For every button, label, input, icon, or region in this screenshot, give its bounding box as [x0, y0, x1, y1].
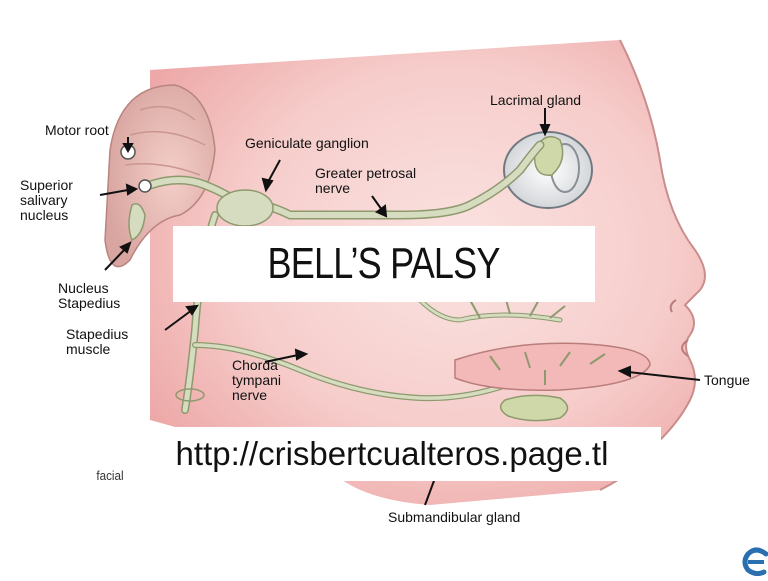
label-tongue: Tongue — [704, 372, 750, 388]
submandibular-gland — [499, 394, 569, 422]
lips — [681, 339, 689, 357]
label-nucleus-stapedius: Nucleus Stapedius — [58, 280, 121, 311]
nostril — [669, 299, 677, 313]
label-geniculate-ganglion: Geniculate ganglion — [245, 135, 369, 151]
pointer-arrows — [99, 108, 701, 506]
label-motor-root: Motor root — [45, 122, 109, 138]
label-greater-petrosal-nerve: Greater petrosal nerve — [315, 165, 417, 196]
slide-title: BELL’S PALSY — [267, 239, 501, 288]
label-stapedius-muscle: Stapedius muscle — [66, 326, 129, 357]
label-chorda-tympani-nerve: Chorda tympani nerve — [232, 357, 282, 403]
brain-folds — [124, 105, 206, 176]
tongue — [454, 342, 651, 391]
upper-twigs — [469, 295, 566, 319]
url-banner: http://crisbertcualteros.page.tl — [123, 427, 661, 481]
label-superior-salivary-nucleus: Superior salivary nucleus — [20, 177, 73, 223]
title-banner: BELL’S PALSY — [173, 226, 595, 302]
face-profile-edge — [599, 39, 706, 491]
salivary-nucleus-circle — [138, 179, 152, 193]
geniculate-ganglion — [216, 189, 274, 227]
corner-logo-icon — [742, 547, 768, 576]
tongue-nerve-twigs — [489, 351, 606, 385]
source-url[interactable]: http://crisbertcualteros.page.tl — [175, 435, 609, 472]
label-submandibular-gland: Submandibular gland — [388, 509, 521, 525]
label-lacrimal-gland: Lacrimal gland — [490, 92, 582, 108]
nerve-loop — [175, 388, 205, 402]
stapedius-nucleus-shape — [128, 203, 146, 242]
